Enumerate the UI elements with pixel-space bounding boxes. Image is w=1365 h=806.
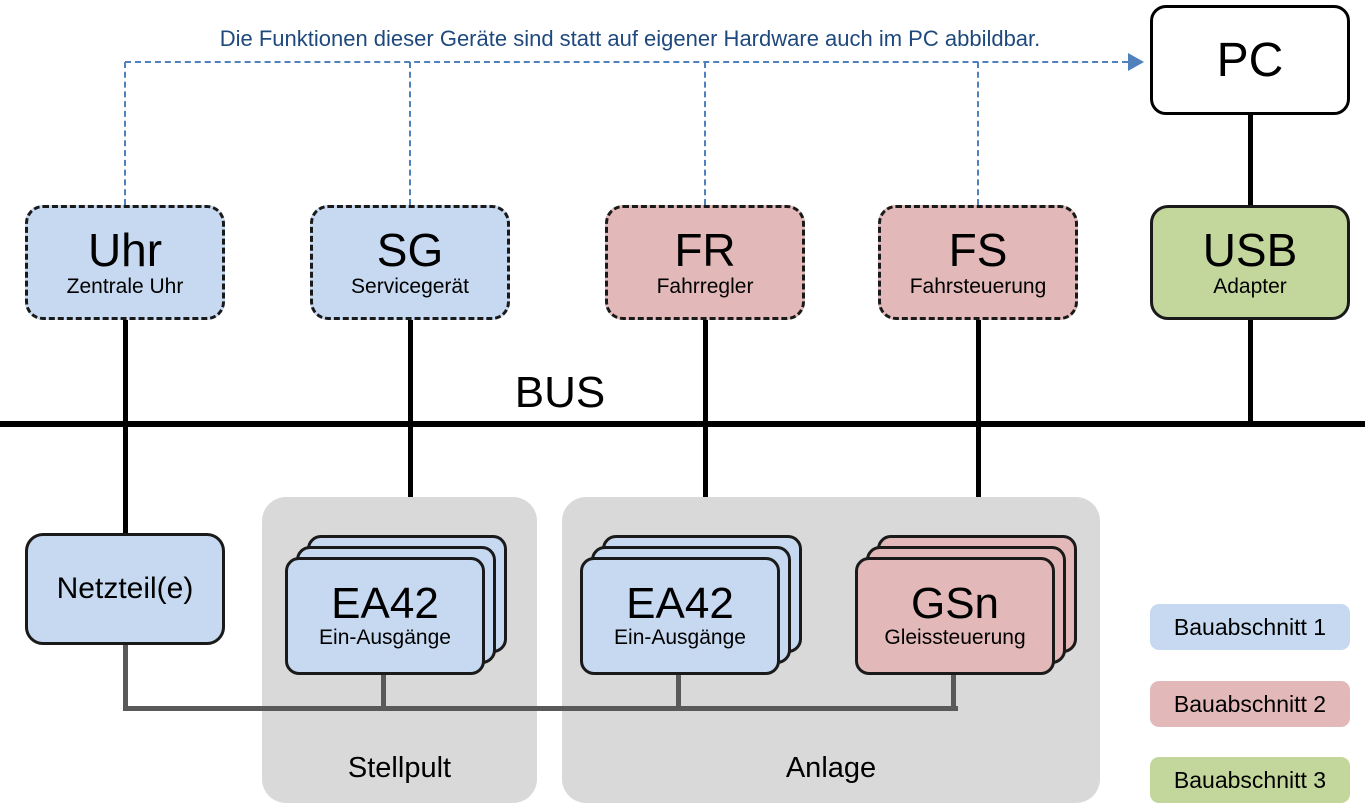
harness-netzteil-drop <box>123 645 128 711</box>
ea42-stellpult-card: EA42 Ein-Ausgänge <box>285 557 485 675</box>
arrow-to-pc-icon <box>1128 53 1144 71</box>
dashed-drop-uhr <box>124 62 126 205</box>
legend-bauabschnitt-2: Bauabschnitt 2 <box>1150 681 1350 727</box>
connector-usb-bus <box>1248 318 1253 425</box>
device-usb: USB Adapter <box>1150 205 1350 320</box>
legend-bauabschnitt-1-label: Bauabschnitt 1 <box>1173 613 1327 640</box>
annotation-dashed-line <box>125 61 1128 63</box>
device-fr-sublabel: Fahrregler <box>656 275 754 299</box>
device-uhr-sublabel: Zentrale Uhr <box>66 275 184 299</box>
harness-stub-ea42-stellpult <box>381 675 386 711</box>
device-fs-sublabel: Fahrsteuerung <box>909 275 1047 299</box>
device-sg-label: SG <box>376 223 444 276</box>
ea42-stellpult-sublabel: Ein-Ausgänge <box>319 626 451 650</box>
connector-sg-bus <box>408 318 413 425</box>
ea42-anlage-sublabel: Ein-Ausgänge <box>614 626 746 650</box>
connector-uhr-bus <box>123 318 128 425</box>
device-sg: SG Servicegerät <box>310 205 510 320</box>
harness-stub-gsn <box>951 675 956 711</box>
dashed-drop-fs <box>977 62 979 205</box>
device-fs-label: FS <box>948 223 1008 276</box>
netzteil-box: Netzteil(e) <box>25 533 225 645</box>
device-usb-sublabel: Adapter <box>1213 275 1287 299</box>
pc-label: PC <box>1216 33 1284 87</box>
device-fr-label: FR <box>674 223 736 276</box>
connector-fs-bus <box>976 318 981 425</box>
gsn-sublabel: Gleissteuerung <box>884 626 1026 650</box>
ea42-anlage-card: EA42 Ein-Ausgänge <box>580 557 780 675</box>
bus-label: BUS <box>514 368 606 417</box>
harness-horizontal <box>123 706 958 711</box>
stellpult-label: Stellpult <box>347 752 452 784</box>
harness-stub-ea42-anlage <box>676 675 681 711</box>
connector-pc-usb <box>1248 113 1253 208</box>
connector-bus-ea42-stellpult <box>408 425 413 540</box>
dashed-drop-sg <box>409 62 411 205</box>
device-fs: FS Fahrsteuerung <box>878 205 1078 320</box>
connector-fr-bus <box>703 318 708 425</box>
legend-bauabschnitt-3: Bauabschnitt 3 <box>1150 757 1350 803</box>
device-fr: FR Fahrregler <box>605 205 805 320</box>
device-uhr-label: Uhr <box>87 223 163 276</box>
connector-bus-ea42-anlage <box>703 425 708 540</box>
netzteil-label: Netzteil(e) <box>56 572 194 605</box>
legend-bauabschnitt-3-label: Bauabschnitt 3 <box>1173 766 1327 793</box>
anlage-label: Anlage <box>785 752 877 784</box>
pc-box: PC <box>1150 5 1350 115</box>
connector-bus-gsn <box>976 425 981 540</box>
device-uhr: Uhr Zentrale Uhr <box>25 205 225 320</box>
legend-bauabschnitt-1: Bauabschnitt 1 <box>1150 604 1350 650</box>
ea42-stellpult-label: EA42 <box>331 578 439 628</box>
dashed-drop-fr <box>704 62 706 205</box>
device-usb-label: USB <box>1202 223 1298 276</box>
ea42-anlage-label: EA42 <box>626 578 734 628</box>
connector-bus-netzteil <box>123 425 128 535</box>
annotation-text: Die Funktionen dieser Geräte sind statt … <box>219 26 1041 51</box>
gsn-label: GSn <box>910 578 1000 628</box>
bus-line <box>0 421 1365 427</box>
device-sg-sublabel: Servicegerät <box>351 275 469 299</box>
gsn-card: GSn Gleissteuerung <box>855 557 1055 675</box>
legend-bauabschnitt-2-label: Bauabschnitt 2 <box>1173 690 1327 717</box>
